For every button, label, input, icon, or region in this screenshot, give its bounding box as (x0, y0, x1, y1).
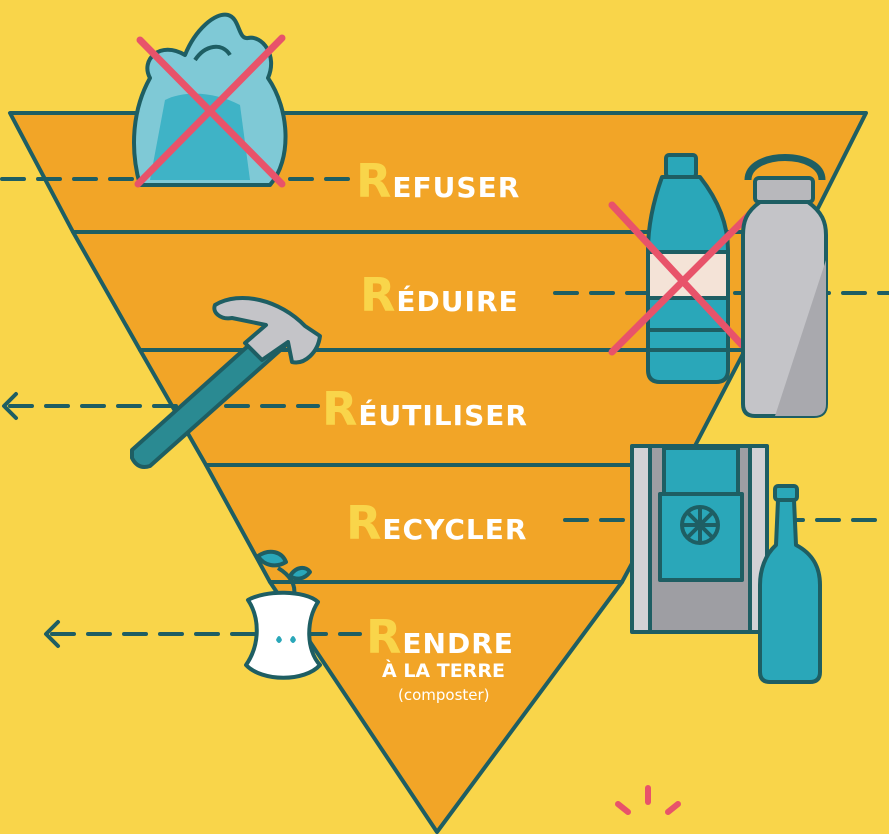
tier-rendre-subtitle: À la terre (382, 662, 505, 681)
tier-initial: R (366, 610, 402, 664)
tier-label-reutiliser: Réutiliser (322, 386, 528, 432)
plastic-bag-icon (134, 15, 286, 185)
tier-label-reduire: Réduire (360, 272, 519, 318)
apple-core-icon (246, 552, 320, 678)
recycling-bin-icon (632, 446, 767, 632)
tier-rendre-note: (composter) (398, 688, 490, 703)
tier-word: endre (402, 627, 514, 660)
tier-label-refuser: Refuser (356, 158, 520, 204)
tier-word: éduire (396, 285, 518, 318)
tier-word: éutiliser (358, 399, 528, 432)
tier-initial: R (356, 154, 392, 208)
tier-initial: R (346, 496, 382, 550)
tier-word: efuser (392, 171, 520, 204)
tier-label-rendre: Rendre (366, 614, 514, 660)
sparkle-icon (618, 788, 678, 812)
tier-initial: R (360, 268, 396, 322)
arrow-heads (4, 394, 58, 646)
tier-initial: R (322, 382, 358, 436)
steel-bottle-icon (743, 158, 826, 417)
tier-label-recycler: Recycler (346, 500, 527, 546)
tier-word: ecycler (382, 513, 527, 546)
